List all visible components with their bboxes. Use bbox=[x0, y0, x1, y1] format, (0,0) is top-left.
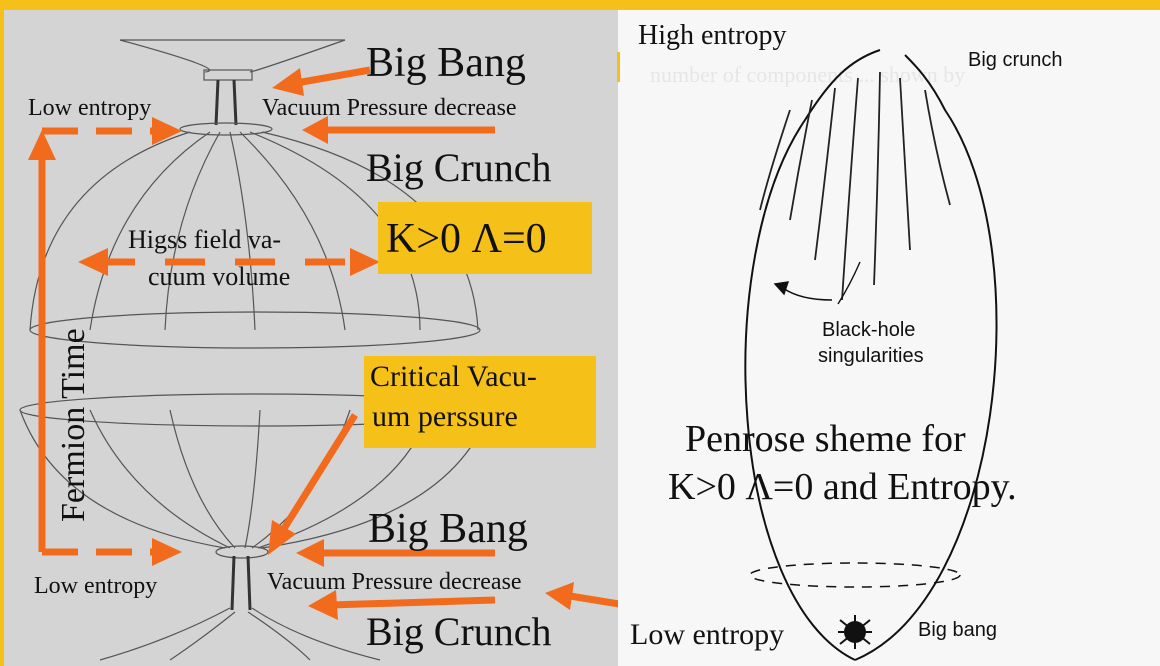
big-bang-label: Big bang bbox=[918, 620, 997, 640]
high-entropy-label: High entropy bbox=[638, 22, 787, 50]
penrose-caption-line2: K>0 Λ=0 and Entropy. bbox=[668, 468, 1017, 506]
black-hole-label-line1: Black-hole bbox=[822, 320, 915, 340]
penrose-caption-line1: Penrose sheme for bbox=[685, 420, 966, 458]
black-hole-label-line2: singularities bbox=[818, 346, 924, 366]
low-entropy-right-label: Low entropy bbox=[630, 620, 784, 650]
big-crunch-label: Big crunch bbox=[968, 50, 1063, 70]
yellow-edge-marker bbox=[617, 52, 620, 82]
